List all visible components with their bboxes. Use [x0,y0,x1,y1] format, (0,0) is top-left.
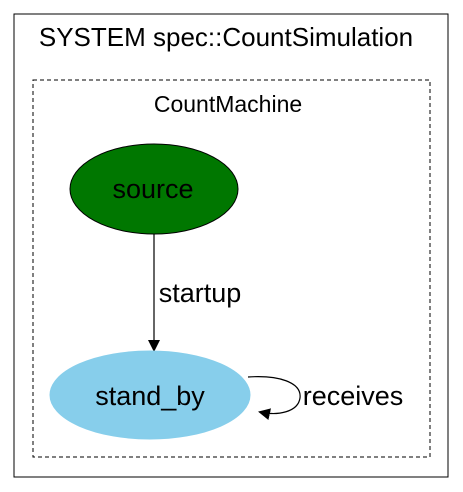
state-stand-by-label: stand_by [95,381,205,411]
system-title: SYSTEM spec::CountSimulation [39,22,413,52]
state-stand-by-node[interactable] [49,350,251,440]
startup-transition-label: startup [159,278,242,308]
state-source-node[interactable] [69,143,239,235]
machine-title: CountMachine [154,91,302,117]
receives-transition-label: receives [303,381,404,411]
receives-transition-arrow [247,376,301,421]
machine-frame [32,79,431,458]
state-source-label: source [112,174,193,204]
system-frame [13,13,449,478]
